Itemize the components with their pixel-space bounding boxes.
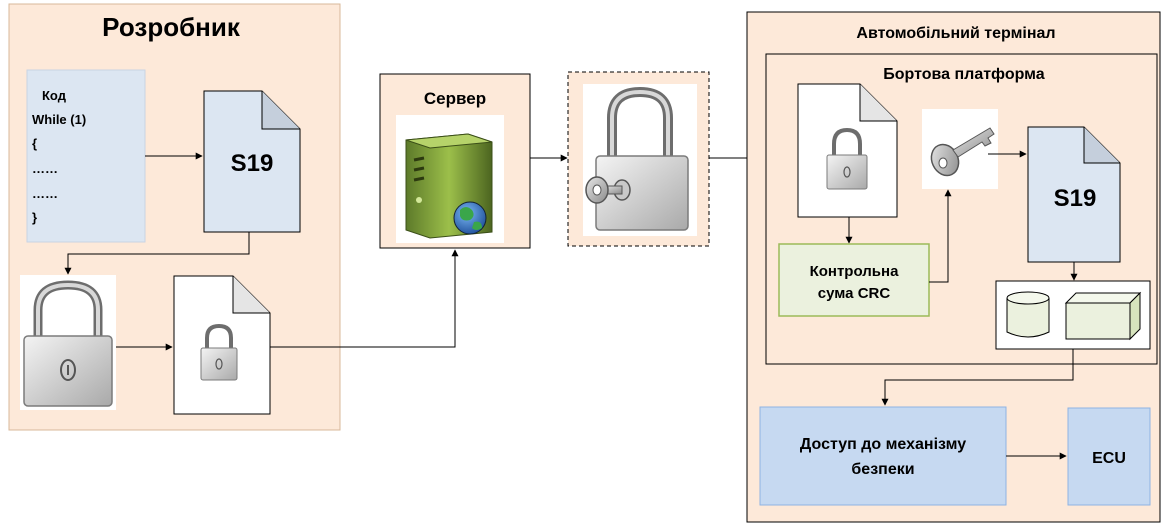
arrow-doc-to-server [270,249,459,348]
memory-block-icon [1064,291,1142,341]
platform-title: Бортова платформа [883,66,1045,83]
security-access-box [759,406,1007,506]
security-access-line1: Доступ до механізму [800,436,966,453]
small-padlock-icon [826,127,868,190]
memory-cylinder-icon [1006,291,1050,338]
key-icon [922,109,998,189]
code-line: …… [32,161,58,176]
code-box [26,69,146,243]
s19-document-terminal [1027,126,1121,263]
terminal-title: Автомобільний термінал [856,25,1055,42]
encrypted-document-terminal [797,83,898,218]
arrow-storage-to-security [881,349,1074,406]
code-line: { [32,136,37,151]
s19-label-terminal: S19 [1054,185,1097,212]
developer-title: Розробник [102,12,241,42]
server-icon [396,115,504,243]
code-line: While (1) [32,112,86,127]
arrow-crc-to-key [929,189,952,283]
server-title: Сервер [424,89,486,108]
code-line: Код [42,88,67,103]
small-padlock-icon [200,323,238,381]
crc-box [778,243,930,317]
crc-label-line2: сума CRC [818,285,891,302]
code-line: …… [32,186,58,201]
encrypted-document-developer [173,275,271,415]
s19-label-developer: S19 [231,150,274,177]
lock-with-key-icon [583,84,697,236]
ecu-box [1067,407,1151,506]
ecu-label: ECU [1092,450,1126,467]
arrow-s19-to-lock [64,232,250,275]
code-line: } [32,210,37,225]
crc-label-line1: Контрольна [810,263,899,280]
padlock-icon [20,275,116,410]
security-access-line2: безпеки [851,461,914,478]
globe-icon [453,201,487,235]
s19-document-developer [203,90,301,233]
